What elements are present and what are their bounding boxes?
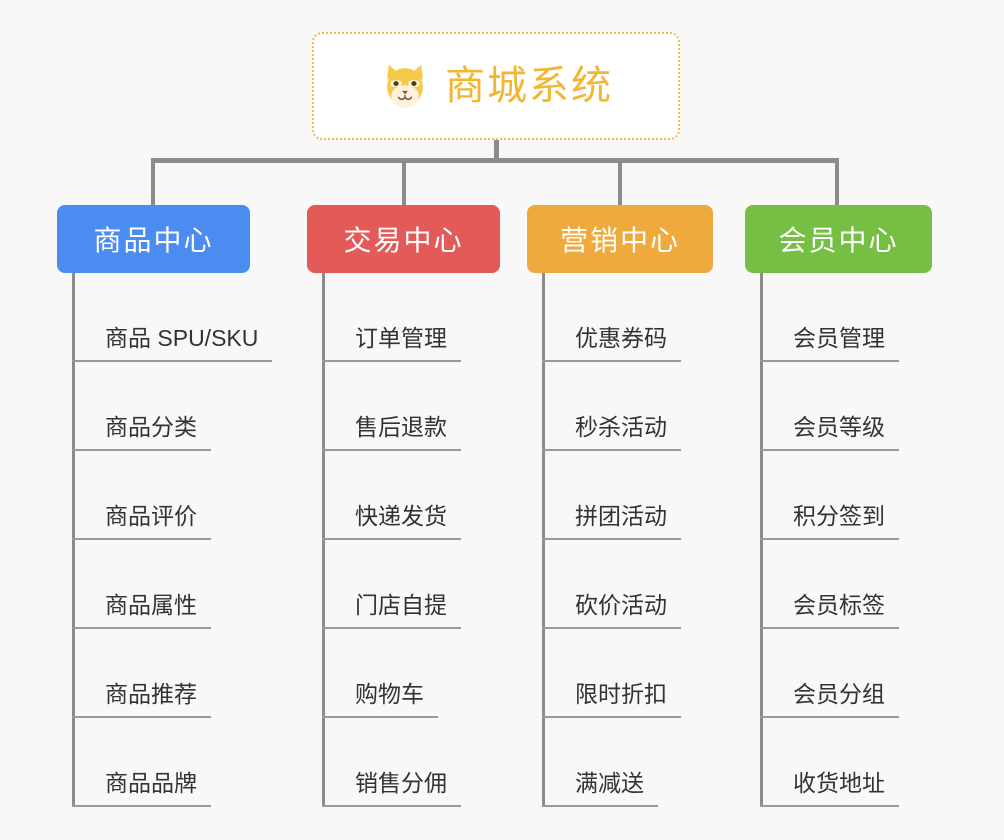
list-item[interactable]: 商品评价 <box>72 451 272 540</box>
leaf-list-marketing-center: 优惠券码 秒杀活动 拼团活动 砍价活动 限时折扣 满减送 <box>542 273 681 807</box>
category-header-marketing-center[interactable]: 营销中心 <box>527 205 713 273</box>
category-header-label: 交易中心 <box>343 225 464 256</box>
column-marketing-center: 营销中心 优惠券码 秒杀活动 拼团活动 砍价活动 限时折扣 满减送 <box>527 205 713 807</box>
list-item[interactable]: 收货地址 <box>760 718 899 807</box>
leaf-label: 商品评价 <box>72 505 211 540</box>
list-item[interactable]: 购物车 <box>322 629 461 718</box>
category-header-trade-center[interactable]: 交易中心 <box>307 205 500 273</box>
list-item[interactable]: 商品属性 <box>72 540 272 629</box>
leaf-label: 收货地址 <box>760 772 899 807</box>
list-item[interactable]: 秒杀活动 <box>542 362 681 451</box>
list-item[interactable]: 商品品牌 <box>72 718 272 807</box>
category-header-label: 会员中心 <box>778 225 899 256</box>
column-spine <box>72 273 75 807</box>
column-member-center: 会员中心 会员管理 会员等级 积分签到 会员标签 会员分组 收货地址 <box>745 205 932 807</box>
list-item[interactable]: 会员标签 <box>760 540 899 629</box>
connector-drop-member-center <box>835 158 839 206</box>
column-spine <box>760 273 763 807</box>
list-item[interactable]: 订单管理 <box>322 273 461 362</box>
shiba-dog-face-icon <box>387 64 423 108</box>
list-item[interactable]: 会员管理 <box>760 273 899 362</box>
category-header-member-center[interactable]: 会员中心 <box>745 205 932 273</box>
leaf-label: 拼团活动 <box>542 505 681 540</box>
list-item[interactable]: 优惠券码 <box>542 273 681 362</box>
leaf-label: 售后退款 <box>322 416 461 451</box>
list-item[interactable]: 满减送 <box>542 718 681 807</box>
root-title: 商城系统 <box>445 64 613 108</box>
connector-horizontal-bus <box>151 158 839 163</box>
connector-root-stem <box>494 140 499 162</box>
column-spine <box>542 273 545 807</box>
list-item[interactable]: 销售分佣 <box>322 718 461 807</box>
leaf-label: 限时折扣 <box>542 683 681 718</box>
leaf-label: 积分签到 <box>760 505 899 540</box>
column-trade-center: 交易中心 订单管理 售后退款 快递发货 门店自提 购物车 销售分佣 <box>307 205 500 807</box>
root-node-shop-system[interactable]: 商城系统 <box>312 32 680 140</box>
list-item[interactable]: 积分签到 <box>760 451 899 540</box>
leaf-label: 会员等级 <box>760 416 899 451</box>
connector-drop-trade-center <box>402 158 406 206</box>
list-item[interactable]: 砍价活动 <box>542 540 681 629</box>
leaf-label: 砍价活动 <box>542 594 681 629</box>
category-header-product-center[interactable]: 商品中心 <box>57 205 250 273</box>
leaf-label: 满减送 <box>542 772 658 807</box>
leaf-label: 会员管理 <box>760 327 899 362</box>
list-item[interactable]: 快递发货 <box>322 451 461 540</box>
list-item[interactable]: 会员等级 <box>760 362 899 451</box>
leaf-list-trade-center: 订单管理 售后退款 快递发货 门店自提 购物车 销售分佣 <box>322 273 461 807</box>
list-item[interactable]: 门店自提 <box>322 540 461 629</box>
connector-drop-product-center <box>151 158 155 206</box>
leaf-label: 优惠券码 <box>542 327 681 362</box>
list-item[interactable]: 拼团活动 <box>542 451 681 540</box>
column-spine <box>322 273 325 807</box>
leaf-label: 商品属性 <box>72 594 211 629</box>
list-item[interactable]: 商品 SPU/SKU <box>72 273 273 362</box>
list-item[interactable]: 售后退款 <box>322 362 461 451</box>
column-product-center: 商品中心 商品 SPU/SKU 商品分类 商品评价 商品属性 商品推荐 商品品牌 <box>57 205 273 807</box>
list-item[interactable]: 商品推荐 <box>72 629 272 718</box>
list-item[interactable]: 会员分组 <box>760 629 899 718</box>
list-item[interactable]: 商品分类 <box>72 362 272 451</box>
leaf-label: 会员分组 <box>760 683 899 718</box>
leaf-label: 购物车 <box>322 683 438 718</box>
leaf-label: 商品分类 <box>72 416 211 451</box>
leaf-label: 会员标签 <box>760 594 899 629</box>
leaf-label: 订单管理 <box>322 327 461 362</box>
connector-drop-marketing-center <box>618 158 622 206</box>
list-item[interactable]: 限时折扣 <box>542 629 681 718</box>
category-header-label: 商品中心 <box>93 225 214 256</box>
category-header-label: 营销中心 <box>559 225 680 256</box>
leaf-list-product-center: 商品 SPU/SKU 商品分类 商品评价 商品属性 商品推荐 商品品牌 <box>72 273 273 807</box>
leaf-label: 秒杀活动 <box>542 416 681 451</box>
leaf-label: 商品推荐 <box>72 683 211 718</box>
leaf-list-member-center: 会员管理 会员等级 积分签到 会员标签 会员分组 收货地址 <box>760 273 899 807</box>
leaf-label: 门店自提 <box>322 594 461 629</box>
leaf-label: 商品 SPU/SKU <box>72 327 273 362</box>
leaf-label: 快递发货 <box>322 505 461 540</box>
leaf-label: 商品品牌 <box>72 772 211 807</box>
leaf-label: 销售分佣 <box>322 772 461 807</box>
